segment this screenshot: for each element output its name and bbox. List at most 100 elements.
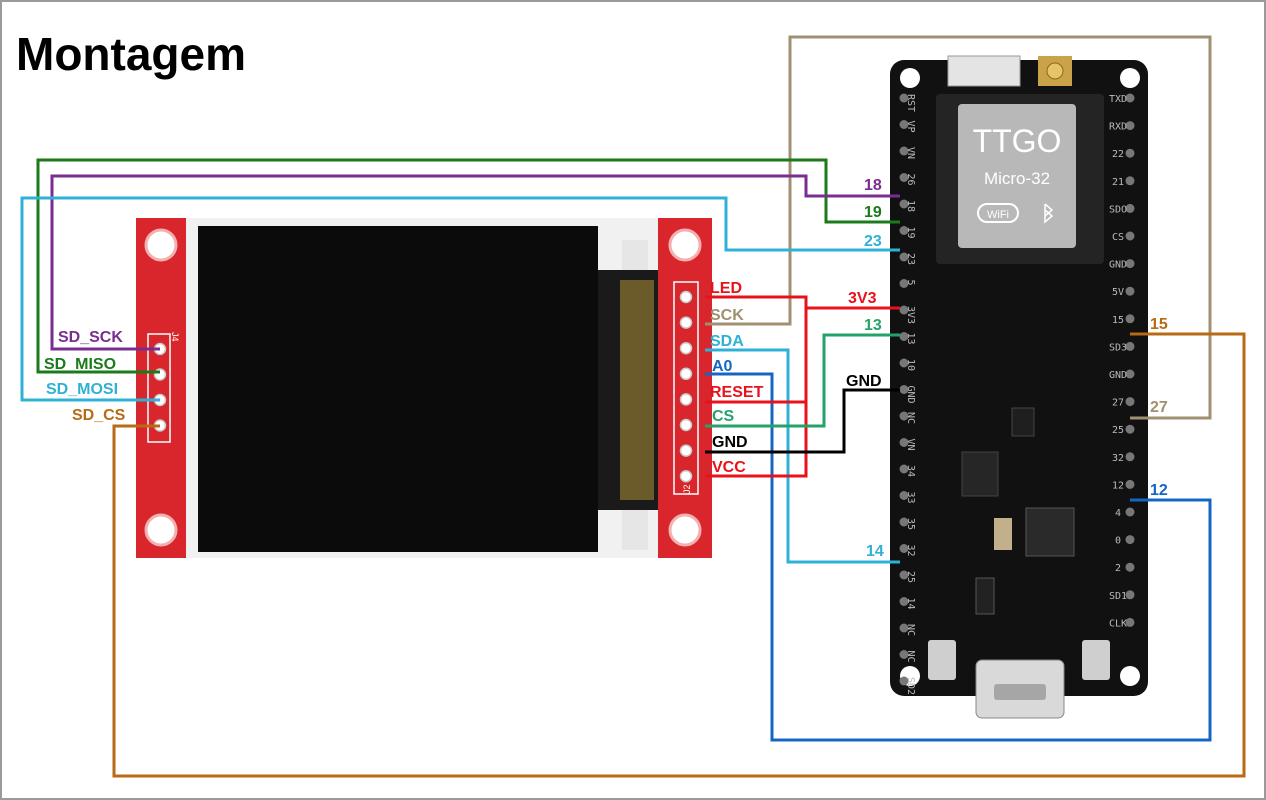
board-left-pin-label: VN bbox=[905, 439, 916, 451]
board-left-pin-label: 14 bbox=[905, 598, 916, 610]
board-left-pin bbox=[899, 385, 909, 394]
board-hole-tr bbox=[1120, 68, 1140, 88]
board-left-pin-label: 26 bbox=[905, 174, 916, 186]
label-gpio15: 15 bbox=[1150, 316, 1168, 333]
board-right-pin bbox=[1125, 259, 1135, 269]
board-brand: TTGO bbox=[973, 123, 1062, 159]
reset-button[interactable] bbox=[928, 640, 956, 680]
label-sd-mosi: SD_MOSI bbox=[46, 381, 118, 398]
tft-display-module: J4 J2 bbox=[136, 218, 712, 558]
board-right-pin-label: 12 bbox=[1112, 480, 1124, 491]
board-left-pin bbox=[899, 173, 909, 182]
board-right-pin bbox=[1125, 562, 1135, 572]
board-left-pin-label: RST bbox=[905, 94, 916, 112]
board-right-pin-label: GND bbox=[1109, 370, 1127, 381]
wire-sck-tan bbox=[705, 35, 1212, 420]
board-right-pin-label: TXD bbox=[1109, 94, 1127, 105]
board-right-pin bbox=[1125, 314, 1135, 324]
board-right-pin bbox=[1125, 176, 1135, 186]
chip-usb-uart bbox=[1025, 507, 1075, 557]
sd-header-outline bbox=[147, 333, 171, 443]
board-right-pin bbox=[1125, 397, 1135, 407]
board-right-pin bbox=[1125, 148, 1135, 158]
board-right-pin bbox=[1125, 452, 1135, 462]
page-title: Montagem bbox=[16, 28, 246, 80]
board-left-pin-label: 35 bbox=[905, 518, 916, 530]
board-model: Micro-32 bbox=[984, 169, 1050, 188]
board-left-pin bbox=[899, 570, 909, 580]
display-tab-top bbox=[622, 240, 648, 270]
label-vcc: VCC bbox=[712, 459, 746, 476]
boot-button[interactable] bbox=[1082, 640, 1110, 680]
chip-small-2 bbox=[975, 577, 995, 615]
board-left-pin bbox=[899, 464, 909, 474]
board-left-pin bbox=[899, 279, 909, 288]
lcd-header-pins bbox=[679, 290, 693, 483]
micro-usb-opening bbox=[994, 684, 1046, 700]
board-right-pin bbox=[1125, 590, 1135, 600]
board-right-pin-label: 21 bbox=[1112, 177, 1124, 188]
label-led: LED bbox=[710, 280, 742, 297]
board-left-pin bbox=[899, 597, 909, 606]
board-hole-tl bbox=[900, 68, 920, 88]
mount-hole-bottom-right bbox=[668, 513, 702, 547]
board-right-pin bbox=[1125, 617, 1135, 627]
board-right-pin bbox=[1125, 203, 1135, 213]
board-left-pin bbox=[899, 491, 909, 500]
board-left-pin bbox=[899, 650, 909, 659]
lcd-header-pin bbox=[679, 444, 693, 457]
board-left-pin-label: 18 bbox=[905, 200, 916, 212]
antenna-connector-ring bbox=[1046, 62, 1064, 80]
board-right-pin-label: 32 bbox=[1112, 453, 1124, 464]
label-cs: CS bbox=[712, 408, 735, 425]
label-3v3: 3V3 bbox=[848, 290, 877, 307]
label-gpio14: 14 bbox=[866, 543, 884, 560]
wire-cs bbox=[705, 333, 900, 428]
label-sda: SDA bbox=[710, 333, 744, 350]
board-right-pin bbox=[1125, 341, 1135, 351]
label-gnd-board: GND bbox=[846, 373, 882, 390]
board-left-pin-label: VN bbox=[905, 147, 916, 159]
label-gpio13: 13 bbox=[864, 317, 882, 334]
label-gpio27: 27 bbox=[1150, 399, 1168, 416]
board-left-pin-label: 23 bbox=[905, 253, 916, 265]
label-gpio23: 23 bbox=[864, 233, 882, 250]
board-left-pin bbox=[899, 332, 909, 341]
board-right-pin-label: 25 bbox=[1112, 425, 1124, 436]
wire-sd-sck bbox=[50, 174, 900, 351]
board-left-pin-label: NC bbox=[905, 624, 916, 636]
board-left-pin bbox=[899, 438, 909, 447]
wire-sd-mosi bbox=[20, 196, 900, 402]
capacitor bbox=[994, 518, 1012, 550]
board-right-pins: TXDRXD2221SDOCSGND5V15SD3GND27253212402S… bbox=[1109, 93, 1135, 629]
board-left-pin-label: 5 bbox=[905, 280, 916, 286]
board-left-pins: RSTVPVN2618192353V31310GNDNCVN3433353225… bbox=[899, 93, 916, 695]
display-flex-cable bbox=[620, 280, 654, 500]
lcd-header-pin bbox=[679, 290, 693, 304]
label-gpio18: 18 bbox=[864, 177, 882, 194]
board-left-pin-label: VP bbox=[905, 121, 916, 133]
board-left-pin bbox=[899, 199, 909, 209]
board-left-pin bbox=[899, 252, 909, 262]
chip-small-1 bbox=[1011, 407, 1035, 437]
board-right-pin bbox=[1125, 424, 1135, 434]
board-right-pin-label: SD1 bbox=[1109, 591, 1127, 602]
board-right-pin-label: 22 bbox=[1112, 149, 1124, 160]
chip-regulator bbox=[961, 451, 999, 497]
wifi-logo-text: WiFi bbox=[987, 209, 1009, 221]
wire-sd-cs bbox=[112, 332, 1246, 778]
wires bbox=[20, 35, 1246, 778]
lcd-header-pin bbox=[679, 367, 693, 381]
board-left-pin-label: 32 bbox=[905, 545, 916, 557]
lcd-header-pin bbox=[679, 341, 693, 355]
lcd-header-name: J2 bbox=[682, 484, 692, 494]
board-right-pin-label: RXD bbox=[1109, 122, 1127, 133]
board-right-pin bbox=[1125, 286, 1135, 296]
board-left-pin-label: NC bbox=[905, 651, 916, 663]
board-right-pin-label: SD3 bbox=[1109, 342, 1127, 353]
board-right-pin-label: GND bbox=[1109, 260, 1127, 271]
board-left-pin bbox=[899, 305, 909, 315]
lcd-header-pin bbox=[679, 393, 693, 406]
lcd-header-outline bbox=[673, 281, 699, 495]
